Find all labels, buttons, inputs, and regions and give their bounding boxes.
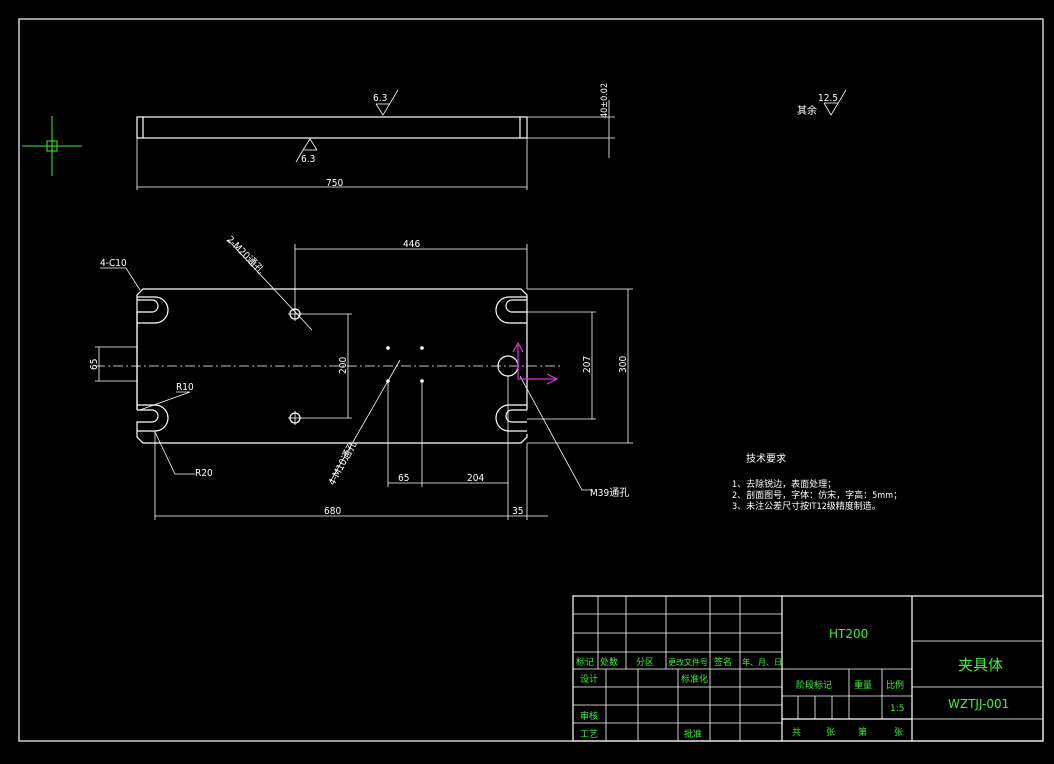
dim-680: 680 [324,506,341,517]
sheet-total-unit: 张 [826,727,835,738]
weight-label: 重量 [854,679,872,691]
review-label: 审核 [580,710,598,722]
rev-header-6: 年、月、日 [742,657,782,667]
tech-requirements: 技术要求 1、去除锐边，表面处理； 2、剖面图号，字体：仿宋，字高：5mm； 3… [732,452,902,512]
drawing-border [18,18,1044,742]
title-block: 标记 处数 分区 更改文件号 签名 年、月、日 设计 标准化 审核 工艺 批准 … [572,595,1044,742]
r10-note: R10 [176,382,194,393]
sheet-total-label: 共 [792,727,801,738]
stage-label: 阶段标记 [796,679,832,691]
finish-general-label: 其余 [797,104,817,117]
finish-bottom-value: 6.3 [301,154,315,165]
m20-note: 2-M20通孔 [224,234,267,277]
side-view: 750 40±0.02 [136,83,615,190]
surface-finish-icon: 6.3 [373,89,399,116]
chamfer-note: 4-C10 [100,258,127,269]
drawing-number: WZTJJ-001 [948,697,1009,711]
rev-header-2: 处数 [600,656,618,668]
dim-65-left: 65 [89,359,100,370]
scale-label: 比例 [886,679,904,691]
crosshair-cursor-icon [22,116,82,176]
tech-req-line-1: 1、去除锐边，表面处理； [732,478,836,490]
part-name: 夹具体 [958,656,1003,674]
surface-finish-icon: 6.3 [295,138,318,165]
dim-207: 207 [582,356,593,373]
surface-finish-icon: 12.5 其余 [797,89,847,117]
dim-204: 204 [467,473,484,484]
m39-note: M39通孔 [590,487,629,499]
dim-446: 446 [403,239,420,250]
material-value: HT200 [829,627,868,641]
ucs-arrow-icon [512,341,559,385]
side-height-dim: 40±0.02 [600,83,610,118]
dim-300: 300 [618,356,629,373]
dim-35: 35 [512,506,523,517]
rev-header-4: 更改文件号 [668,657,708,667]
dim-65-bottom: 65 [398,473,409,484]
m10-note: 4-M10通孔 [326,439,359,487]
tech-req-line-2: 2、剖面图号，字体：仿宋，字高：5mm； [732,489,902,501]
finish-top-value: 6.3 [373,93,387,104]
side-length-dim: 750 [326,178,343,189]
tech-req-title: 技术要求 [746,452,786,465]
tech-req-line-3: 3、未注公差尺寸按IT12级精度制造。 [732,500,881,512]
dim-200: 200 [338,357,349,374]
finish-general-value: 12.5 [818,93,838,104]
rev-header-3: 分区 [636,657,654,668]
process-label: 工艺 [580,729,598,740]
rev-header-5: 签名 [714,656,732,668]
approve-label: 批准 [684,728,702,740]
sheet-number-unit: 张 [894,727,903,738]
sheet-number-label: 第 [858,726,867,738]
rev-header-1: 标记 [576,656,594,668]
standardize-label: 标准化 [681,673,708,685]
r20-note: R20 [195,468,213,479]
scale-value: 1:5 [890,704,904,714]
design-label: 设计 [580,673,598,685]
